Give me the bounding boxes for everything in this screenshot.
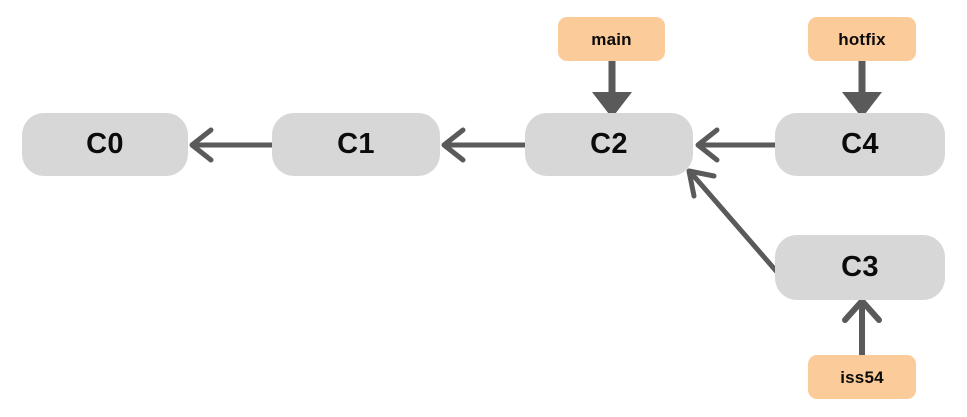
branch-node-main[interactable]: main bbox=[558, 17, 665, 61]
edge-iss54-to-c3 bbox=[842, 298, 882, 357]
commit-node-c3[interactable]: C3 bbox=[775, 235, 945, 300]
edge-c1-to-c0 bbox=[189, 127, 272, 163]
edge-main-to-c2 bbox=[592, 61, 632, 118]
branch-node-hotfix[interactable]: hotfix bbox=[808, 17, 916, 61]
edge-c4-to-c2 bbox=[695, 127, 775, 163]
edge-c2-to-c1 bbox=[441, 127, 525, 163]
commit-label-c0: C0 bbox=[86, 128, 124, 160]
commit-label-c2: C2 bbox=[590, 128, 628, 160]
commit-node-c0[interactable]: C0 bbox=[22, 113, 188, 176]
branch-node-iss54[interactable]: iss54 bbox=[808, 355, 916, 399]
commit-node-c4[interactable]: C4 bbox=[775, 113, 945, 176]
commit-label-c1: C1 bbox=[337, 128, 375, 160]
commit-label-c3: C3 bbox=[841, 251, 879, 283]
branch-label-iss54: iss54 bbox=[840, 367, 884, 387]
branch-label-hotfix: hotfix bbox=[838, 29, 886, 49]
edge-hotfix-to-c4 bbox=[842, 61, 882, 118]
commit-label-c4: C4 bbox=[841, 128, 879, 160]
branch-label-main: main bbox=[591, 29, 632, 49]
commit-node-c2[interactable]: C2 bbox=[525, 113, 693, 176]
commit-node-c1[interactable]: C1 bbox=[272, 113, 440, 176]
edge-c3-to-c2 bbox=[686, 168, 779, 274]
